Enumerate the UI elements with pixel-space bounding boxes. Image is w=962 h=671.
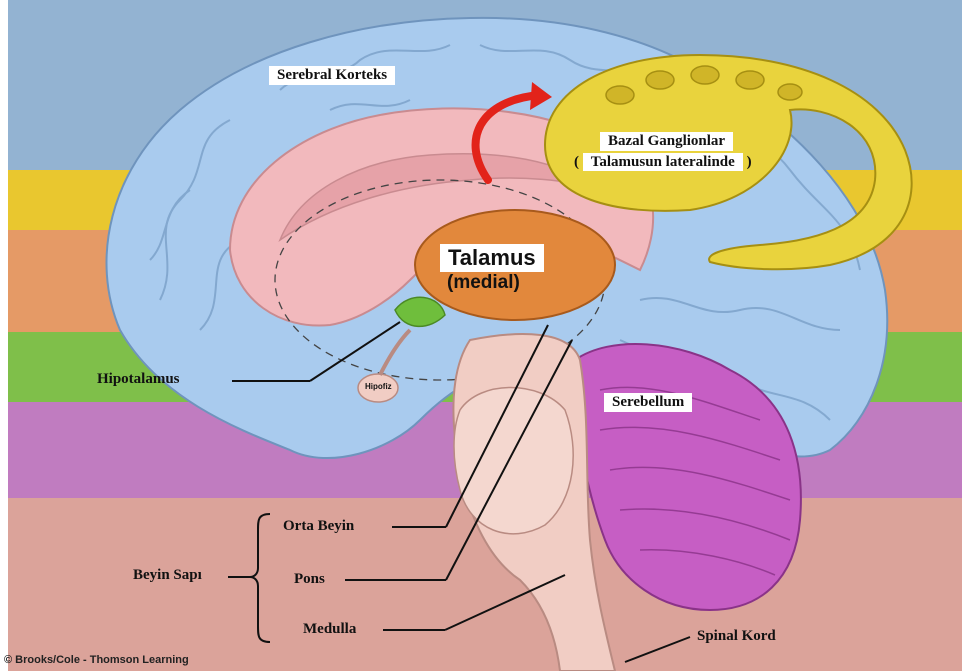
label-bazal-sub-group: ( Talamusun lateralinde ) [574, 154, 752, 171]
credit-text: © Brooks/Cole - Thomson Learning [4, 654, 189, 666]
label-talamus-sub: (medial) [447, 272, 520, 294]
label-talamus: Talamus [440, 244, 544, 272]
label-spinal-kord: Spinal Kord [697, 628, 776, 645]
label-orta-beyin: Orta Beyin [283, 518, 354, 535]
label-pons: Pons [294, 571, 325, 588]
label-bazal-ganglionlar: Bazal Ganglionlar [600, 132, 733, 151]
label-hipotalamus: Hipotalamus [97, 371, 180, 388]
pons [454, 388, 573, 534]
bazal-sub-close: ) [747, 154, 752, 170]
label-beyin-sapi: Beyin Sapı [133, 567, 202, 584]
label-serebellum: Serebellum [604, 393, 692, 412]
bazal-sub-open: ( [574, 154, 579, 170]
label-medulla: Medulla [303, 621, 356, 638]
label-bazal-sub: Talamusun lateralinde [583, 153, 743, 171]
label-serebral-korteks: Serebral Korteks [269, 66, 395, 85]
label-hipofiz: Hipofiz [365, 382, 392, 391]
